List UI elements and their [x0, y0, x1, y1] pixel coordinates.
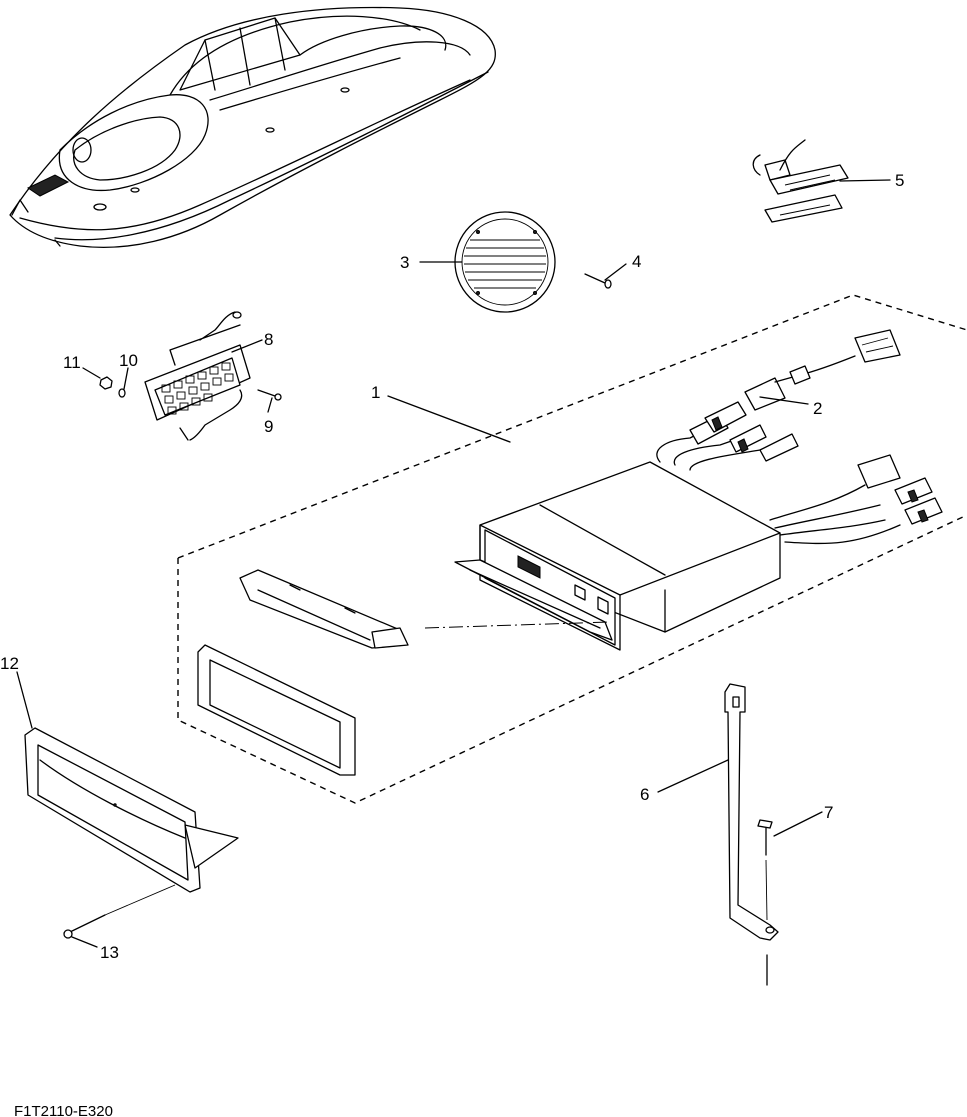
- alignment-line: [424, 621, 611, 629]
- speaker-grille: [454, 211, 556, 313]
- callout-6: 6: [640, 785, 649, 804]
- cover-screw: [63, 884, 176, 939]
- callout-13: 13: [100, 943, 119, 962]
- washer: [118, 388, 126, 398]
- assembly-boundary: [177, 294, 967, 804]
- mounting-bracket: [724, 683, 779, 986]
- callout-4: 4: [632, 252, 641, 271]
- wiring-harness: [656, 329, 943, 545]
- callout-labels: 1 2 3 4 5 6 7 8 9 10 11 12 13: [0, 171, 904, 962]
- callout-7: 7: [824, 803, 833, 822]
- wire-connector: [752, 139, 849, 223]
- figure-code: F1T2110-E320: [14, 1103, 113, 1117]
- trim-frame: [197, 644, 356, 776]
- nut: [99, 376, 113, 390]
- mounting-sleeve: [239, 569, 409, 649]
- stereo-head-unit: [454, 461, 781, 651]
- bracket-screw: [757, 819, 773, 921]
- callout-11: 11: [63, 353, 81, 372]
- callout-8: 8: [264, 330, 273, 349]
- switch-panel: [144, 311, 251, 441]
- splash-cover: [24, 727, 239, 893]
- callout-10: 10: [119, 351, 138, 370]
- callout-5: 5: [895, 171, 904, 190]
- callout-2: 2: [813, 399, 822, 418]
- speaker-screw: [584, 273, 612, 289]
- callout-1: 1: [371, 383, 380, 402]
- boat-illustration: [9, 6, 496, 249]
- callout-12: 12: [0, 654, 19, 673]
- callout-3: 3: [400, 253, 409, 272]
- panel-screw: [257, 389, 282, 401]
- callout-9: 9: [264, 417, 273, 436]
- leader-lines: [16, 179, 891, 948]
